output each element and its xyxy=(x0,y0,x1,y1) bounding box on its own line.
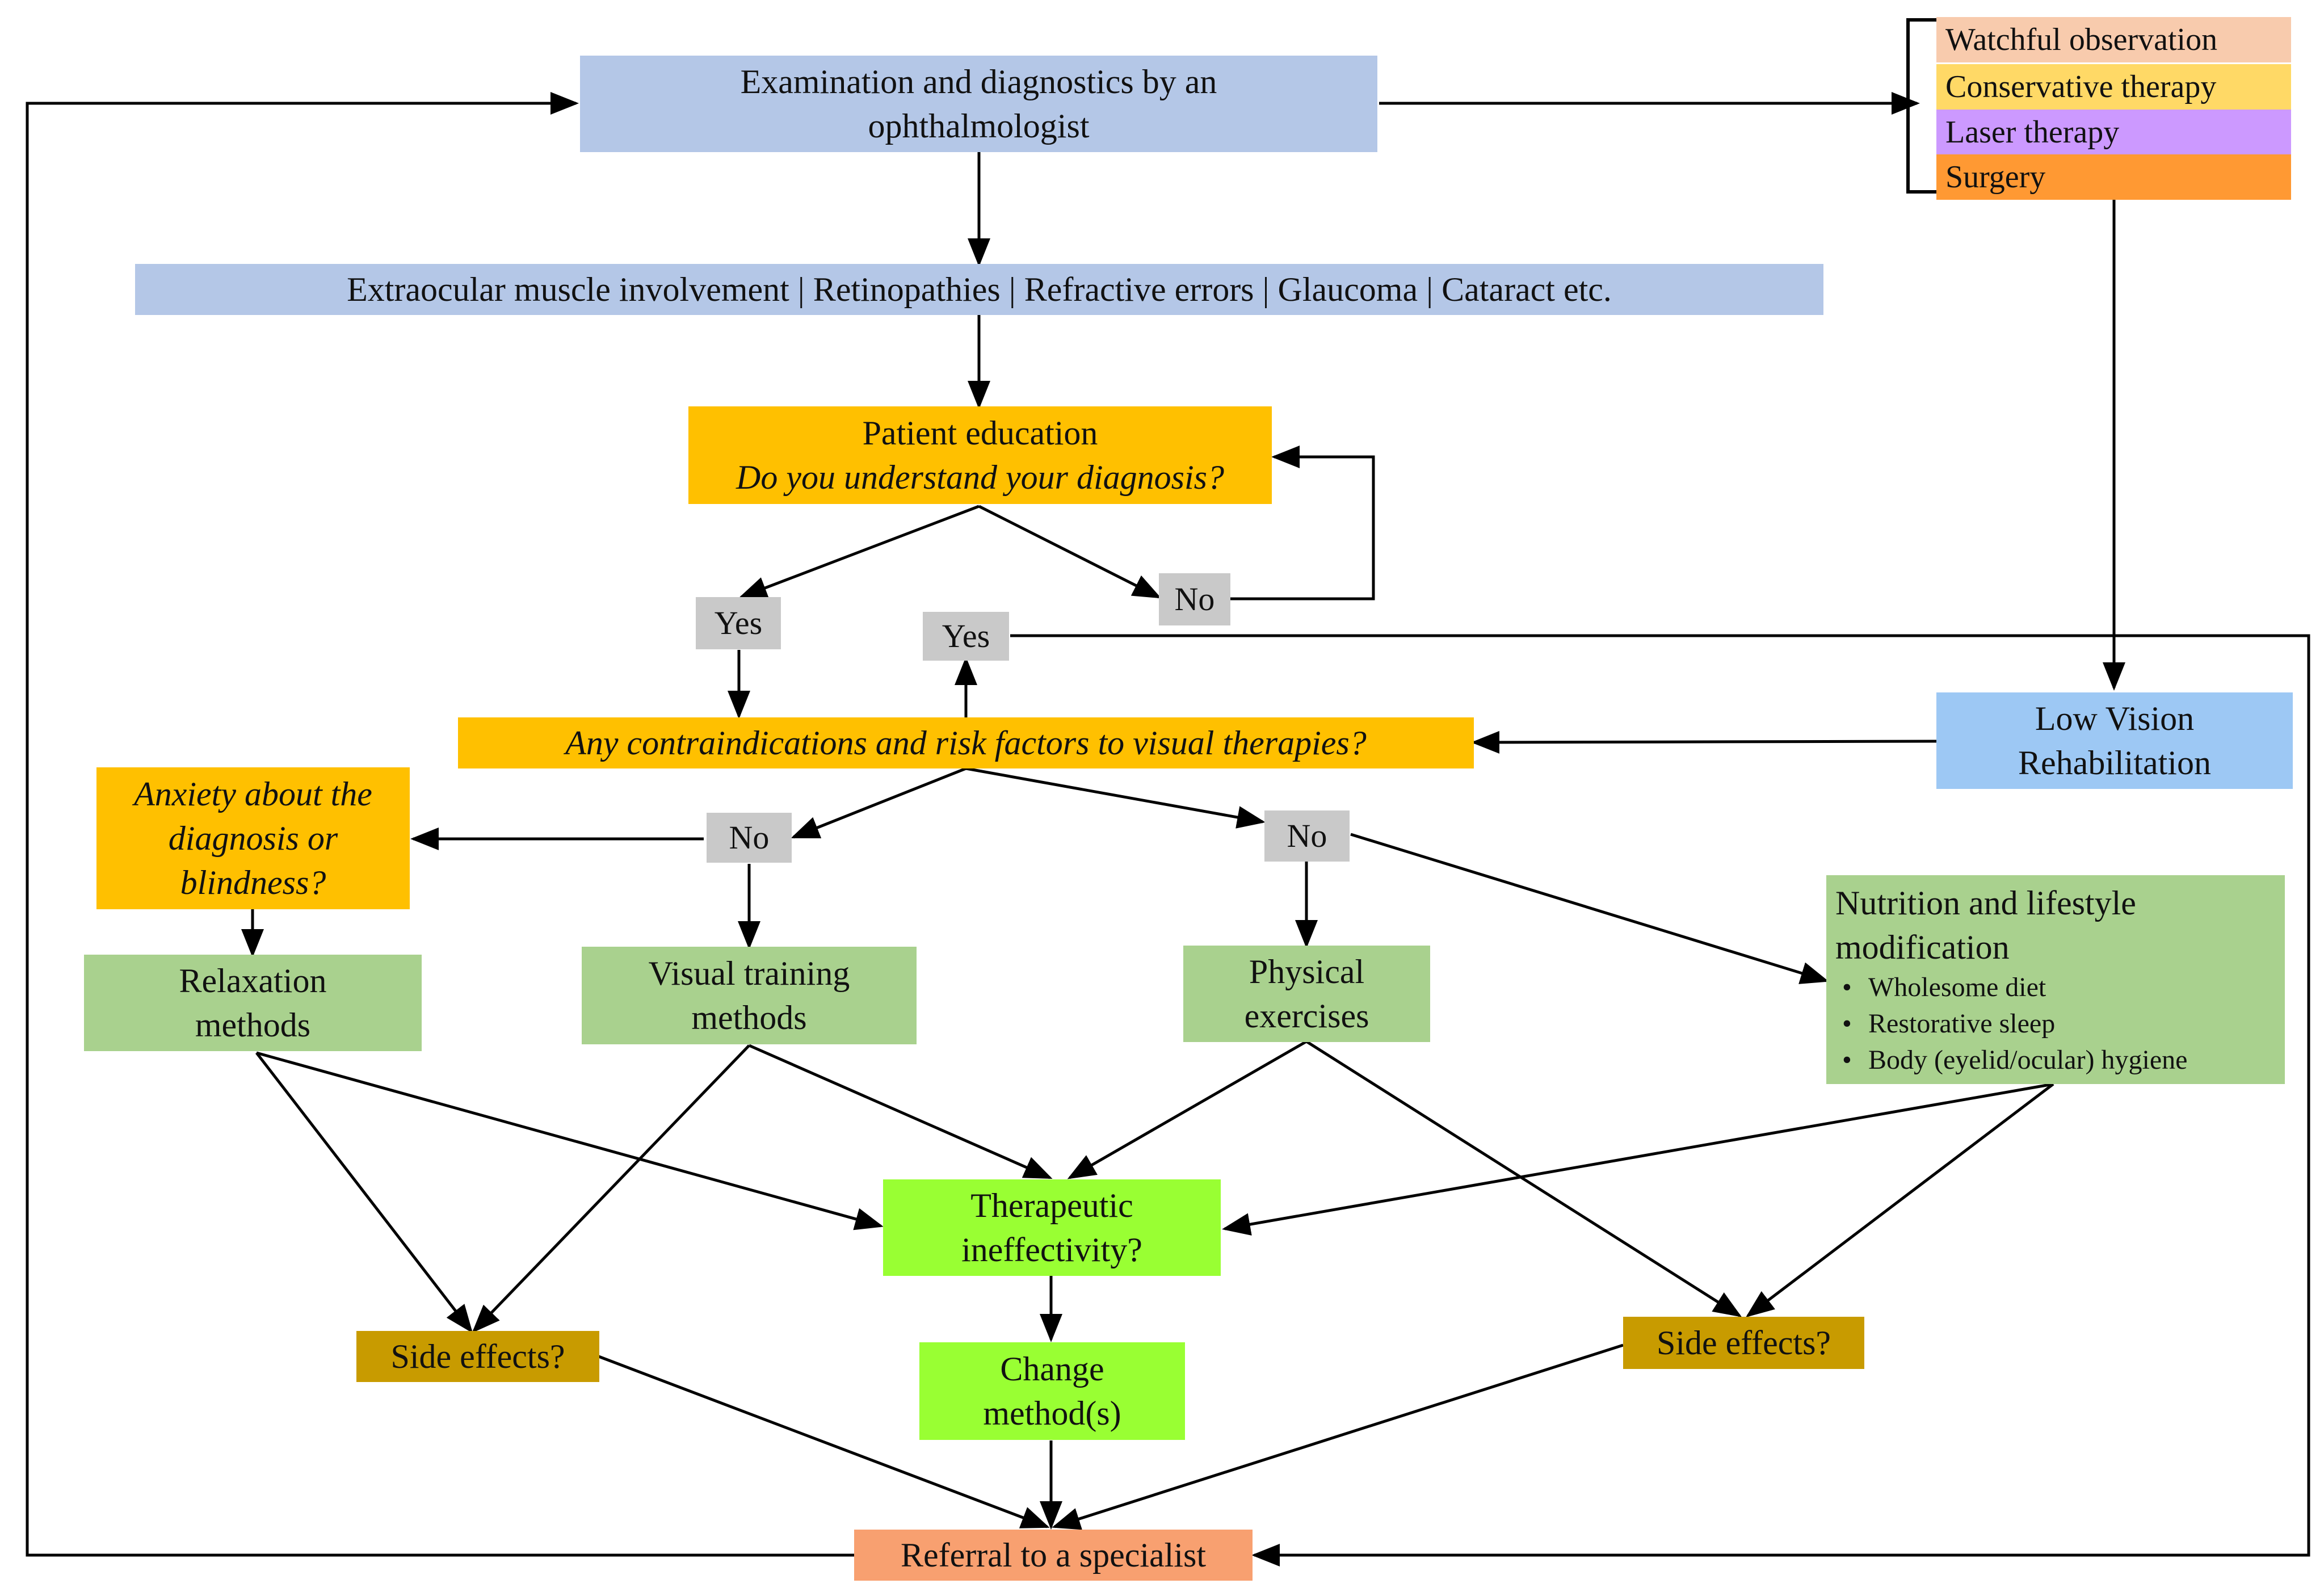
side-effects-right-box: Side effects? xyxy=(1623,1317,1864,1369)
arrow-relaxation-to-ineffectivity xyxy=(256,1051,884,1230)
visual-training-box: Visual training methods xyxy=(582,947,917,1044)
change-methods-box: Change method(s) xyxy=(919,1342,1185,1440)
arrow-no-loop-to-education xyxy=(1230,446,1375,600)
yes-left-label: Yes xyxy=(696,597,781,649)
education-title: Patient education xyxy=(862,414,1098,452)
contraindications-box: Any contraindications and risk factors t… xyxy=(458,717,1474,768)
physical-line-1: Physical xyxy=(1249,953,1365,990)
conditions-text: Extraocular muscle involvement | Retinop… xyxy=(347,271,1612,308)
arrow-low-vision-to-contra xyxy=(1471,730,1937,754)
arrow-yes-to-referral-loop xyxy=(1010,634,2310,1566)
option-laser-therapy: Laser therapy xyxy=(1936,110,2291,155)
change-line-2: method(s) xyxy=(983,1395,1121,1432)
physical-line-2: exercises xyxy=(1244,997,1369,1035)
patient-education-box: Patient education Do you understand your… xyxy=(688,406,1272,504)
arrow-physical-to-side-effects xyxy=(1305,1040,1742,1317)
arrow-visual-to-ineffectivity xyxy=(748,1044,1053,1179)
nutrition-line-2: modification xyxy=(1835,929,2010,966)
relaxation-line-1: Relaxation xyxy=(179,962,327,999)
arrow-no-to-nutrition xyxy=(1350,833,1829,984)
exam-box: Examination and diagnostics by an ophtha… xyxy=(580,56,1377,152)
nutrition-item-sleep: Restorative sleep xyxy=(1842,1006,2187,1042)
relaxation-methods-box: Relaxation methods xyxy=(84,955,422,1051)
change-line-1: Change xyxy=(1000,1350,1104,1388)
nutrition-item-diet: Wholesome diet xyxy=(1842,969,2187,1006)
low-vision-line-1: Low Vision xyxy=(2035,700,2195,737)
arrow-education-to-no xyxy=(978,505,1162,599)
options-bracket xyxy=(1906,18,1936,194)
anxiety-box: Anxiety about the diagnosis or blindness… xyxy=(96,767,410,909)
no-right-label: No xyxy=(1264,810,1350,862)
visual-training-line-2: methods xyxy=(691,999,807,1036)
arrow-visual-to-side-effects xyxy=(472,1044,750,1333)
nutrition-item-hygiene: Body (eyelid/ocular) hygiene xyxy=(1842,1042,2188,1078)
arrow-education-to-yes xyxy=(738,505,980,599)
arrow-relaxation-to-side-effects xyxy=(255,1052,473,1333)
anxiety-line-2: diagnosis or xyxy=(168,820,338,857)
arrow-physical-to-ineffectivity xyxy=(1067,1040,1308,1179)
arrow-nutrition-to-ineffectivity xyxy=(1222,1082,2054,1236)
arrow-side-effects-left-to-referral xyxy=(598,1355,1050,1528)
ineffectivity-line-1: Therapeutic xyxy=(970,1187,1133,1224)
option-watchful-observation: Watchful observation xyxy=(1936,17,2291,62)
physical-exercises-box: Physical exercises xyxy=(1183,946,1430,1042)
side-effects-left-box: Side effects? xyxy=(356,1331,599,1382)
arrow-contra-to-no-left xyxy=(791,767,966,839)
conditions-box: Extraocular muscle involvement | Retinop… xyxy=(135,264,1823,315)
ineffectivity-box: Therapeutic ineffectivity? xyxy=(883,1179,1221,1276)
yes-right-label: Yes xyxy=(923,612,1009,661)
arrow-nutrition-to-side-effects xyxy=(1746,1083,2054,1318)
arrow-contra-to-no-right xyxy=(965,767,1266,829)
anxiety-line-3: blindness? xyxy=(180,864,326,901)
exam-line-2: ophthalmologist xyxy=(868,107,1090,145)
anxiety-line-1: Anxiety about the xyxy=(134,775,372,813)
nutrition-line-1: Nutrition and lifestyle xyxy=(1835,884,2136,922)
low-vision-line-2: Rehabilitation xyxy=(2018,744,2211,782)
no-education-label: No xyxy=(1159,573,1230,625)
education-question: Do you understand your diagnosis? xyxy=(736,459,1224,496)
ineffectivity-line-2: ineffectivity? xyxy=(961,1231,1142,1269)
option-conservative-therapy: Conservative therapy xyxy=(1936,64,2291,110)
no-left-label: No xyxy=(707,813,792,863)
low-vision-box: Low Vision Rehabilitation xyxy=(1936,692,2293,789)
arrow-referral-to-exam-loop xyxy=(26,92,854,1557)
arrow-side-effects-right-to-referral xyxy=(1052,1343,1624,1530)
referral-box: Referral to a specialist xyxy=(854,1530,1253,1581)
relaxation-line-2: methods xyxy=(195,1006,311,1044)
exam-line-1: Examination and diagnostics by an xyxy=(740,63,1217,100)
visual-training-line-1: Visual training xyxy=(648,955,850,992)
nutrition-list: Wholesome diet Restorative sleep Body (e… xyxy=(1835,969,2188,1078)
nutrition-box: Nutrition and lifestyle modification Who… xyxy=(1826,875,2285,1084)
option-surgery: Surgery xyxy=(1936,154,2291,200)
